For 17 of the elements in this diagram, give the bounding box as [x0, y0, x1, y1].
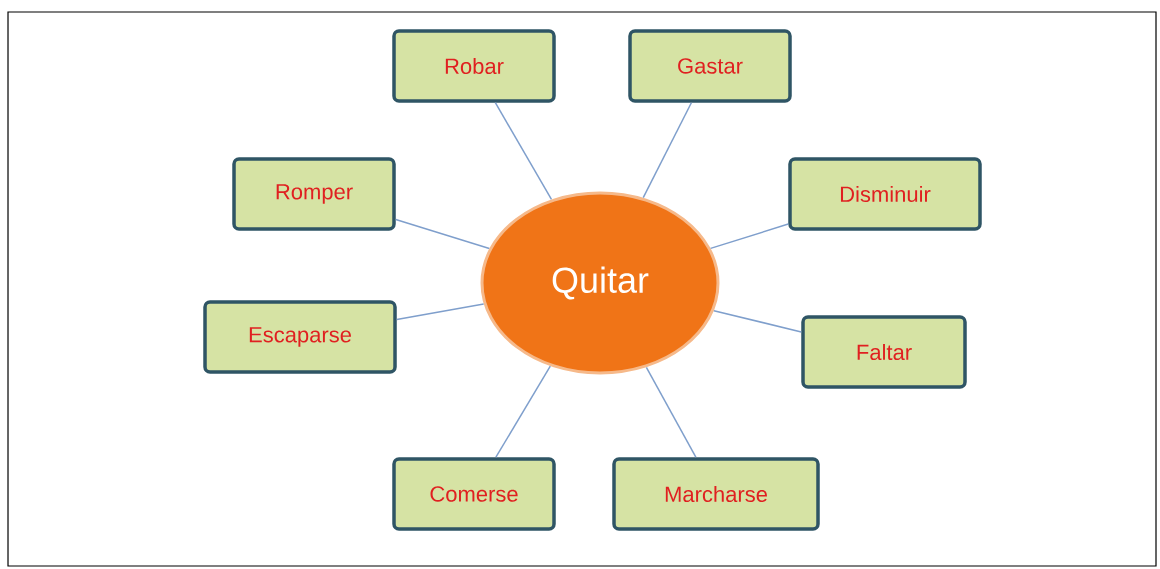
word-box: Disminuir: [788, 157, 982, 231]
connector-line: [494, 102, 553, 201]
connector-line: [495, 365, 552, 458]
word-box: Marcharse: [612, 457, 820, 531]
connector-line: [713, 309, 802, 333]
word-box: Escaparse: [203, 300, 397, 374]
word-box: Romper: [232, 157, 396, 231]
word-box: Gastar: [628, 29, 792, 103]
connector-line: [396, 303, 485, 321]
connector-line: [709, 223, 789, 250]
central-oval: Quitar: [480, 191, 720, 375]
word-box: Robar: [392, 29, 556, 103]
connector-line: [395, 218, 491, 250]
word-box: Comerse: [392, 457, 556, 531]
connector-line: [642, 102, 693, 199]
word-box: Faltar: [801, 315, 967, 389]
connector-line: [645, 366, 697, 458]
